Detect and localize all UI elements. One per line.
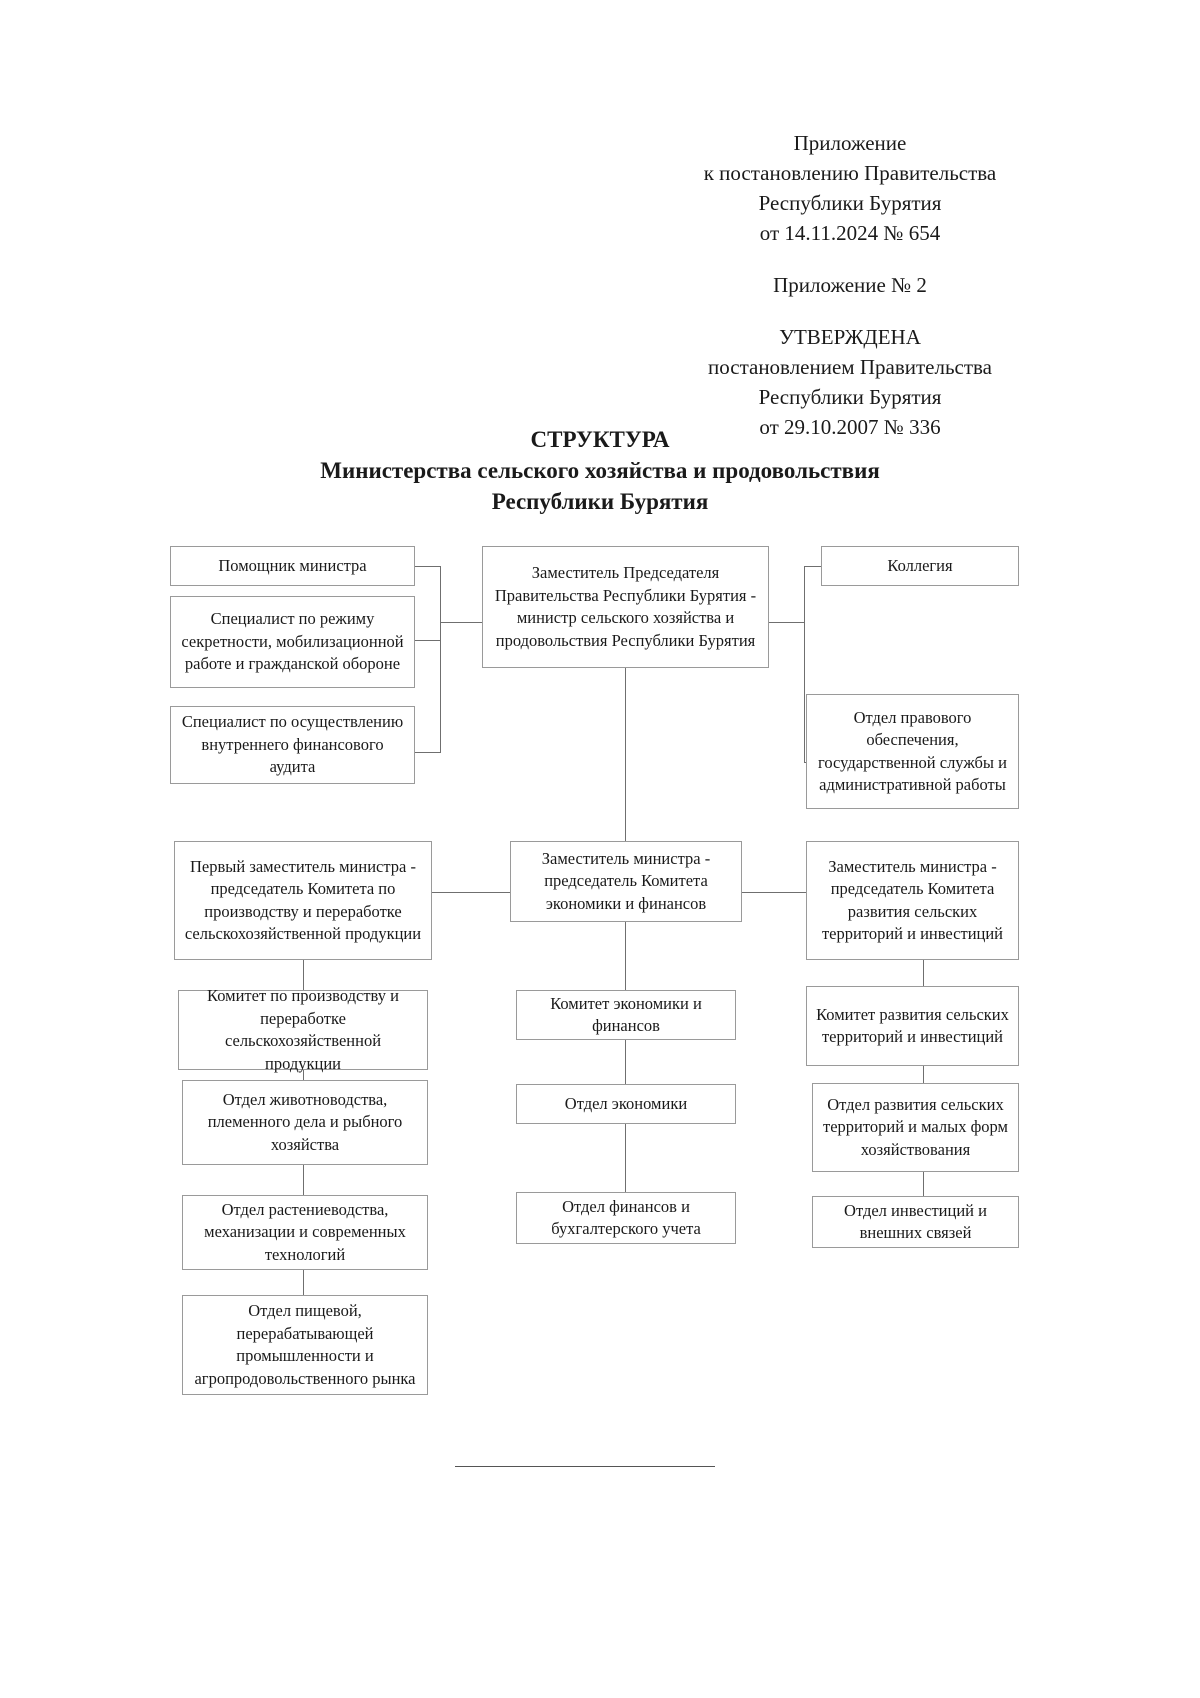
header-line: Республики Бурятия: [758, 191, 942, 215]
page-title-line-1: СТРУКТУРА: [530, 427, 670, 452]
node-label: Комитет развития сельских территорий и и…: [816, 1004, 1009, 1047]
page-title-line-2: Министерства сельского хозяйства и продо…: [320, 458, 880, 483]
node-label: Отдел пищевой, перерабатывающей промышле…: [194, 1301, 416, 1388]
page-title: СТРУКТУРА Министерства сельского хозяйст…: [120, 424, 1080, 517]
page-title-line-3: Республики Бурятия: [491, 489, 709, 514]
connector-to-spec-rezhim: [413, 640, 441, 641]
connector-pervyyzam-to-komitet: [303, 960, 304, 990]
connector-zhivotnovodstva-to-rastenievodstva: [303, 1165, 304, 1198]
node-otdel-pravovogo-obespecheniya[interactable]: Отдел правового обеспечения, государстве…: [806, 694, 1019, 809]
node-pomoshchnik-ministra[interactable]: Помощник министра: [170, 546, 415, 586]
connector-left-spine-to-minister: [440, 622, 482, 623]
connector-minister-down: [625, 668, 626, 892]
connector-rastenievodstva-to-pishchevoy: [303, 1270, 304, 1295]
node-otdel-zhivotnovodstva[interactable]: Отдел животноводства, племенного дела и …: [182, 1080, 428, 1165]
header-group-prilozhenie-postanovlenie: Приложение к постановлению Правительства…: [640, 128, 1060, 248]
node-label: Заместитель министра - председатель Коми…: [821, 856, 1004, 944]
connector-komitetekonomiki-to-otdel: [625, 1040, 626, 1084]
document-header: Приложение к постановлению Правительства…: [640, 128, 1060, 442]
node-label: Отдел развития сельских территорий и мал…: [823, 1094, 1008, 1159]
node-label: Комитет по производству и переработке се…: [207, 986, 399, 1073]
connector-otdelekonomiki-to-finansov: [625, 1124, 626, 1192]
node-otdel-rastenievodstva[interactable]: Отдел растениеводства, механизации и сов…: [182, 1195, 428, 1270]
node-komitet-proizvodstvu-pererabotke[interactable]: Комитет по производству и переработке се…: [178, 986, 428, 1073]
connector-to-spec-audit: [413, 752, 441, 753]
node-label: Заместитель министра - председатель Коми…: [541, 848, 711, 913]
node-otdel-ekonomiki[interactable]: Отдел экономики: [516, 1084, 736, 1124]
node-label: Заместитель Председателя Правительства Р…: [494, 563, 757, 650]
connector-zamekonomiki-to-komitet: [625, 922, 626, 990]
header-group-utverzhdena: УТВЕРЖДЕНА постановлением Правительства …: [640, 322, 1060, 442]
header-line: от 29.10.2007 № 336: [759, 415, 941, 439]
node-komitet-ekonomiki-finansov[interactable]: Комитет экономики и финансов: [516, 990, 736, 1040]
node-kollegiya[interactable]: Коллегия: [821, 546, 1019, 586]
node-otdel-razvitiya-selskih-territoriy[interactable]: Отдел развития сельских территорий и мал…: [812, 1083, 1019, 1172]
connector-to-kollegiya: [804, 566, 822, 567]
node-label: Отдел животноводства, племенного дела и …: [207, 1089, 403, 1154]
node-zamestitel-ministra-territoriy[interactable]: Заместитель министра - председатель Коми…: [806, 841, 1019, 960]
connector-komitetrazvitiya-to-otdel: [923, 1060, 924, 1083]
header-line: Приложение № 2: [773, 273, 927, 297]
node-label: Помощник министра: [218, 555, 367, 575]
header-line: Приложение: [793, 131, 907, 155]
node-label: Специалист по режиму секретности, мобили…: [181, 609, 404, 674]
connector-otdelrazvitiya-to-investiciy: [923, 1172, 924, 1196]
connector-zamterritoriy-to-komitet: [923, 960, 924, 986]
node-label: Отдел растениеводства, механизации и сов…: [204, 1199, 406, 1264]
connector-to-pomoshchnik: [413, 566, 441, 567]
connector-right-spine: [804, 566, 805, 762]
node-ministr[interactable]: Заместитель Председателя Правительства Р…: [482, 546, 769, 668]
connector-minister-to-right-spine: [768, 622, 804, 623]
header-line: к постановлению Правительства: [703, 161, 997, 185]
node-label: Комитет экономики и финансов: [550, 993, 702, 1036]
node-specialist-rezhim-sekretnosti[interactable]: Специалист по режиму секретности, мобили…: [170, 596, 415, 688]
node-komitet-razvitiya-territoriy[interactable]: Комитет развития сельских территорий и и…: [806, 986, 1019, 1066]
node-label: Отдел экономики: [564, 1093, 688, 1113]
node-label: Специалист по осуществлению внутреннего …: [181, 712, 404, 777]
node-label: Отдел финансов и бухгалтерского учета: [551, 1196, 701, 1239]
footer-divider: [455, 1466, 715, 1467]
node-otdel-pishchevoy-promyshlennosti[interactable]: Отдел пищевой, перерабатывающей промышле…: [182, 1295, 428, 1395]
connector-left-spine: [440, 566, 441, 752]
node-pervyy-zamestitel-ministra[interactable]: Первый заместитель министра - председате…: [174, 841, 432, 960]
node-specialist-vnutrennego-audita[interactable]: Специалист по осуществлению внутреннего …: [170, 706, 415, 784]
node-otdel-investiciy-vneshnih-svyazey[interactable]: Отдел инвестиций и внешних связей: [812, 1196, 1019, 1248]
node-zamestitel-ministra-ekonomiki[interactable]: Заместитель министра - председатель Коми…: [510, 841, 742, 922]
header-line: постановлением Правительства: [707, 355, 992, 379]
header-group-prilozhenie-2: Приложение № 2: [640, 270, 1060, 300]
node-label: Коллегия: [887, 555, 953, 575]
header-line: Республики Бурятия: [758, 385, 942, 409]
header-line: от 14.11.2024 № 654: [759, 221, 941, 245]
node-label: Отдел правового обеспечения, государстве…: [818, 707, 1007, 795]
node-otdel-finansov-buhucheta[interactable]: Отдел финансов и бухгалтерского учета: [516, 1192, 736, 1244]
node-label: Первый заместитель министра - председате…: [184, 856, 422, 944]
header-line: УТВЕРЖДЕНА: [779, 325, 921, 349]
node-label: Отдел инвестиций и внешних связей: [844, 1200, 987, 1243]
